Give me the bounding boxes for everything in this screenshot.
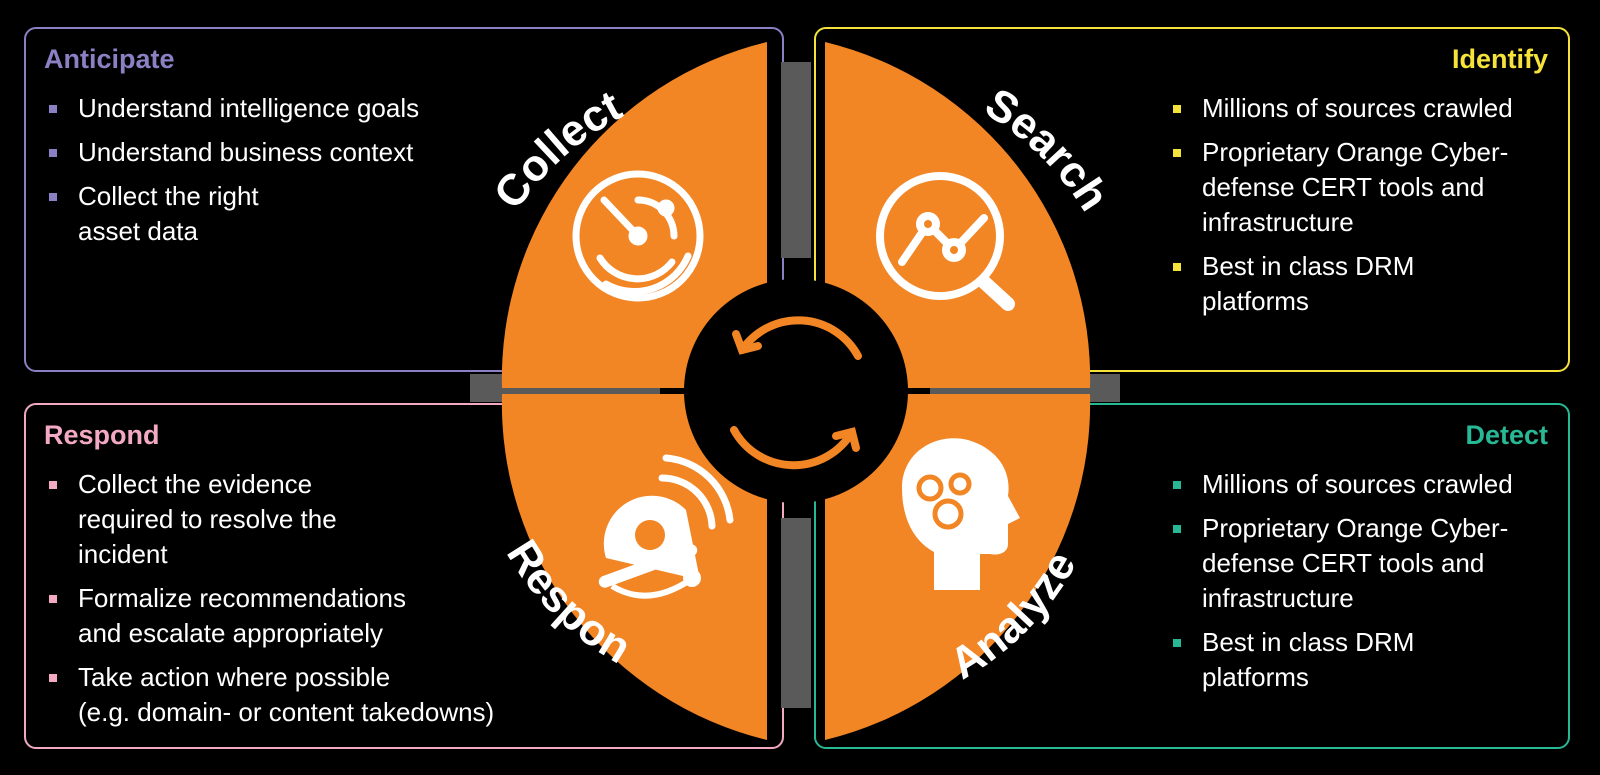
bullet-square [49, 105, 57, 113]
bullet-square [1173, 263, 1181, 271]
connector-bar-bottom [781, 518, 811, 708]
respond-title: Respond [44, 420, 160, 450]
detect-bullet-list: Millions of sources crawled Proprietary … [1170, 467, 1513, 704]
bullet-square [49, 193, 57, 201]
bullet-item: Collect the evidence required to resolve… [46, 467, 494, 572]
bullet-item: Collect the right asset data [46, 179, 419, 249]
bullet-item: Best in class DRM platforms [1170, 249, 1513, 319]
bullet-square [49, 149, 57, 157]
connector-bar-top [781, 62, 811, 258]
respond-panel: Respond Collect the evidence required to… [24, 403, 784, 749]
bullet-item: Proprietary Orange Cyber- defense CERT t… [1170, 135, 1513, 240]
identify-title: Identify [1451, 44, 1548, 74]
bullet-square [49, 674, 57, 682]
anticipate-bullet-list: Understand intelligence goals Understand… [46, 91, 419, 258]
radar-icon [572, 170, 704, 302]
bullet-item: Proprietary Orange Cyber- defense CERT t… [1170, 511, 1513, 616]
analytics-magnifier-icon [876, 172, 1015, 311]
search-wedge [825, 42, 1091, 388]
bullet-item: Millions of sources crawled [1170, 467, 1513, 502]
anticipate-panel: Anticipate Understand intelligence goals… [24, 27, 784, 372]
bullet-square [49, 595, 57, 603]
bullet-square [1173, 149, 1181, 157]
bullet-item: Understand business context [46, 135, 419, 170]
bullet-item: Best in class DRM platforms [1170, 625, 1513, 695]
bullet-square [1173, 525, 1181, 533]
head-gears-icon [902, 438, 1020, 590]
identify-panel: Identify Millions of sources crawled Pro… [814, 27, 1570, 372]
alarm-bell-icon [598, 454, 734, 599]
bullet-item: Millions of sources crawled [1170, 91, 1513, 126]
bullet-item: Take action where possible (e.g. domain-… [46, 660, 494, 730]
bullet-square [1173, 105, 1181, 113]
bullet-square [1173, 639, 1181, 647]
bullet-item: Formalize recommendations and escalate a… [46, 581, 494, 651]
identify-bullet-list: Millions of sources crawled Proprietary … [1170, 91, 1513, 328]
bullet-square [1173, 481, 1181, 489]
collect-wedge [501, 42, 767, 388]
bullet-square [49, 481, 57, 489]
bullet-item: Understand intelligence goals [46, 91, 419, 126]
detect-title: Detect [1465, 420, 1548, 450]
detect-panel: Detect Millions of sources crawled Propr… [814, 403, 1570, 749]
center-hub [684, 279, 908, 503]
respond-bullet-list: Collect the evidence required to resolve… [46, 467, 494, 739]
cycle-arrows-icon [730, 316, 862, 470]
anticipate-title: Anticipate [44, 44, 175, 74]
